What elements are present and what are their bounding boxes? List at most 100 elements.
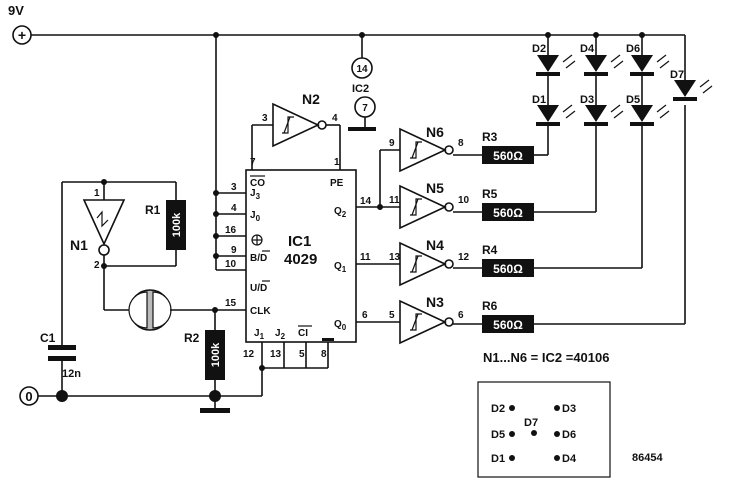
svg-text:J1: J1	[254, 328, 265, 341]
svg-text:13: 13	[270, 349, 282, 360]
ground-symbol	[200, 408, 230, 413]
ic1-chip	[245, 169, 357, 343]
resistor-r5-label: R5	[482, 187, 498, 201]
svg-text:8: 8	[321, 349, 327, 360]
led-d3	[584, 104, 624, 126]
svg-text:560Ω: 560Ω	[493, 262, 523, 276]
svg-text:16: 16	[225, 225, 237, 236]
svg-text:560Ω: 560Ω	[493, 318, 523, 332]
svg-text:6: 6	[362, 310, 368, 321]
svg-text:7: 7	[362, 103, 368, 114]
svg-text:15: 15	[225, 298, 237, 309]
svg-text:D3: D3	[562, 403, 576, 415]
resistor-r6-label: R6	[482, 299, 498, 313]
gate-n4	[399, 241, 454, 287]
dice-layout-box	[477, 381, 611, 478]
resistor-r2: 100k	[205, 330, 225, 380]
svg-text:6: 6	[458, 310, 464, 321]
svg-text:14: 14	[360, 196, 372, 207]
svg-text:0: 0	[25, 389, 32, 404]
ic2-vdd-pin	[351, 57, 373, 79]
gate-n4-label: N4	[426, 237, 444, 253]
gate-n1	[82, 199, 126, 256]
svg-text:1: 1	[94, 188, 100, 199]
svg-text:Q2: Q2	[334, 206, 347, 219]
resistor-r4: 560Ω	[482, 259, 534, 277]
resistor-r1: 100k	[166, 200, 186, 250]
svg-text:9: 9	[231, 245, 237, 256]
capacitor-c1-value: 12n	[62, 368, 81, 380]
svg-text:J0: J0	[250, 210, 261, 223]
svg-text:Q0: Q0	[334, 319, 347, 332]
svg-text:14: 14	[356, 64, 368, 75]
svg-text:9: 9	[389, 138, 395, 149]
svg-text:12: 12	[243, 349, 255, 360]
resistor-r4-label: R4	[482, 243, 498, 257]
led-d4	[584, 54, 624, 76]
svg-text:J3: J3	[250, 188, 261, 201]
svg-text:560Ω: 560Ω	[493, 206, 523, 220]
svg-text:4: 4	[332, 113, 338, 124]
figure-number: 86454	[632, 452, 663, 464]
svg-text:D2: D2	[491, 403, 505, 415]
svg-text:12: 12	[458, 252, 470, 263]
svg-text:D1: D1	[532, 94, 546, 106]
svg-text:U/D: U/D	[250, 283, 267, 294]
led-d6	[630, 54, 670, 76]
touch-sensor	[128, 289, 172, 331]
svg-text:100k: 100k	[171, 212, 183, 237]
svg-text:7: 7	[250, 157, 256, 168]
gate-n5	[399, 184, 454, 230]
resistor-r5: 560Ω	[482, 203, 534, 221]
svg-text:2: 2	[94, 260, 100, 271]
svg-text:D6: D6	[626, 43, 640, 55]
capacitor-c1-label: C1	[40, 331, 56, 345]
svg-text:11: 11	[389, 195, 400, 206]
supply-plus-symbol: +	[18, 27, 26, 43]
led-d5	[630, 104, 670, 126]
ic1-name: IC1	[288, 233, 311, 250]
svg-text:CI: CI	[298, 328, 308, 339]
resistor-r6: 560Ω	[482, 315, 534, 333]
svg-text:1: 1	[334, 157, 340, 168]
svg-text:D2: D2	[532, 43, 546, 55]
svg-text:3: 3	[262, 113, 268, 124]
svg-text:CLK: CLK	[250, 306, 271, 317]
capacitor-c1	[48, 345, 76, 361]
svg-text:560Ω: 560Ω	[493, 149, 523, 163]
svg-text:4: 4	[231, 203, 237, 214]
svg-text:B/D: B/D	[250, 253, 267, 264]
ic2-label: IC2	[352, 83, 369, 95]
svg-text:J2: J2	[275, 328, 286, 341]
ground-symbol	[348, 127, 376, 131]
ic1-part: 4029	[284, 251, 317, 268]
resistor-r3: 560Ω	[482, 146, 534, 164]
svg-text:Q1: Q1	[334, 261, 347, 274]
gate-n2	[272, 102, 327, 148]
svg-text:D5: D5	[626, 94, 640, 106]
svg-text:3: 3	[231, 182, 237, 193]
svg-text:5: 5	[389, 310, 395, 321]
supply-terminal: +	[12, 25, 32, 45]
led-d1	[536, 104, 576, 126]
resistor-r1-label: R1	[145, 203, 161, 217]
svg-text:8: 8	[458, 138, 464, 149]
svg-text:D3: D3	[580, 94, 594, 106]
svg-text:D4: D4	[580, 43, 595, 55]
gate-n5-label: N5	[426, 180, 444, 196]
svg-text:11: 11	[360, 252, 371, 263]
svg-text:D4: D4	[562, 453, 577, 465]
gate-n6	[399, 127, 454, 173]
svg-text:PE: PE	[330, 178, 344, 189]
led-d7	[673, 79, 713, 101]
svg-text:5: 5	[299, 349, 305, 360]
resistor-r3-label: R3	[482, 130, 498, 144]
svg-text:10: 10	[225, 259, 237, 270]
resistor-r2-label: R2	[184, 331, 200, 345]
svg-text:D6: D6	[562, 429, 576, 441]
supply-voltage-label: 9V	[8, 3, 24, 18]
ground-terminal: 0	[19, 386, 39, 406]
svg-text:D7: D7	[524, 417, 538, 429]
svg-text:13: 13	[389, 252, 401, 263]
gate-n3-label: N3	[426, 294, 444, 310]
